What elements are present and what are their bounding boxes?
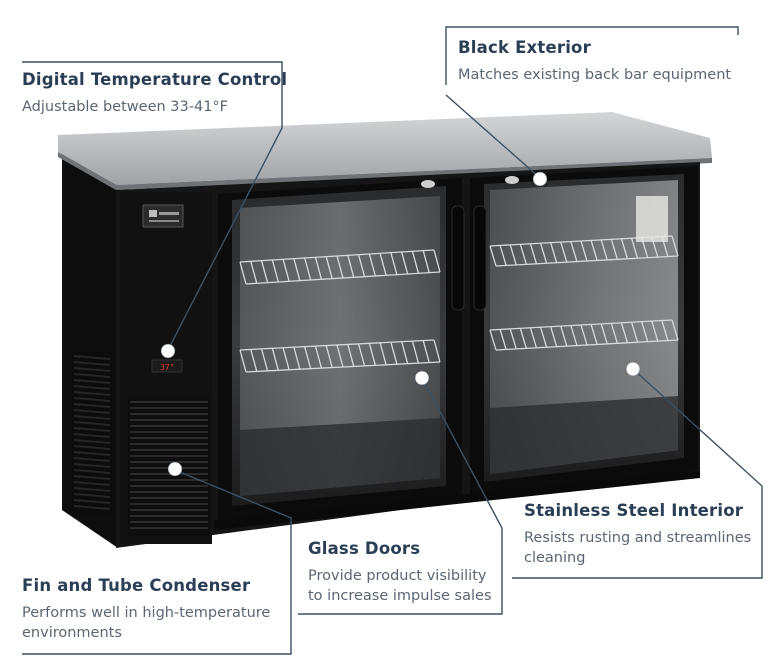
temperature-readout: 37° (160, 363, 174, 372)
hotspot-glass-icon (414, 370, 430, 386)
temperature-display (151, 359, 183, 373)
right-door-handle (473, 205, 487, 311)
hotspot-temperature-icon (160, 343, 176, 359)
callout-description-line: Performs well in high-temperature (22, 605, 271, 621)
callout-description: Performs well in high-temperature enviro… (22, 603, 270, 643)
hotspot-exterior-icon (532, 171, 548, 187)
callout-description-line: to increase impulse sales (308, 588, 492, 604)
leader-exterior (445, 26, 739, 85)
hotspot-condenser-icon (167, 461, 183, 477)
callout-description-line: Provide product visibility (308, 568, 487, 584)
left-door-lock (421, 180, 435, 188)
callout-description: Adjustable between 33-41°F (22, 99, 229, 115)
stainless-countertop (58, 112, 712, 185)
callout-title: Digital Temperature Control (22, 70, 288, 89)
leader-interior (512, 368, 763, 579)
right-glass-door (470, 166, 698, 496)
leader-glass (298, 377, 503, 615)
left-door-handle (451, 205, 465, 311)
callout-description: Matches existing back bar equipment (458, 67, 732, 83)
callout-description-line: Resists rusting and streamlines (524, 530, 752, 546)
callout-temperature: Digital Temperature Control Adjustable b… (22, 70, 287, 117)
hotspot-interior-icon (625, 361, 641, 377)
leader-temperature (22, 61, 283, 351)
right-door-lock (505, 176, 519, 184)
callout-description-line: cleaning (524, 550, 586, 566)
callout-description-line: environments (22, 625, 122, 641)
callout-description: Provide product visibility to increase i… (308, 566, 492, 606)
callout-title: Black Exterior (458, 38, 591, 57)
callout-glass-doors: Glass Doors Provide product visibility t… (308, 539, 492, 606)
leader-condenser (22, 469, 292, 655)
left-glass-door (218, 178, 462, 520)
condenser-grille (72, 350, 210, 536)
callout-title: Stainless Steel Interior (524, 501, 744, 520)
callout-stainless-interior: Stainless Steel Interior Resists rusting… (524, 501, 751, 568)
callout-description: Resists rusting and streamlines cleaning (524, 528, 751, 568)
callout-title: Glass Doors (308, 539, 421, 558)
callout-title: Fin and Tube Condenser (22, 576, 251, 595)
callout-condenser: Fin and Tube Condenser Performs well in … (22, 576, 270, 643)
callout-exterior: Black Exterior Matches existing back bar… (458, 38, 731, 85)
